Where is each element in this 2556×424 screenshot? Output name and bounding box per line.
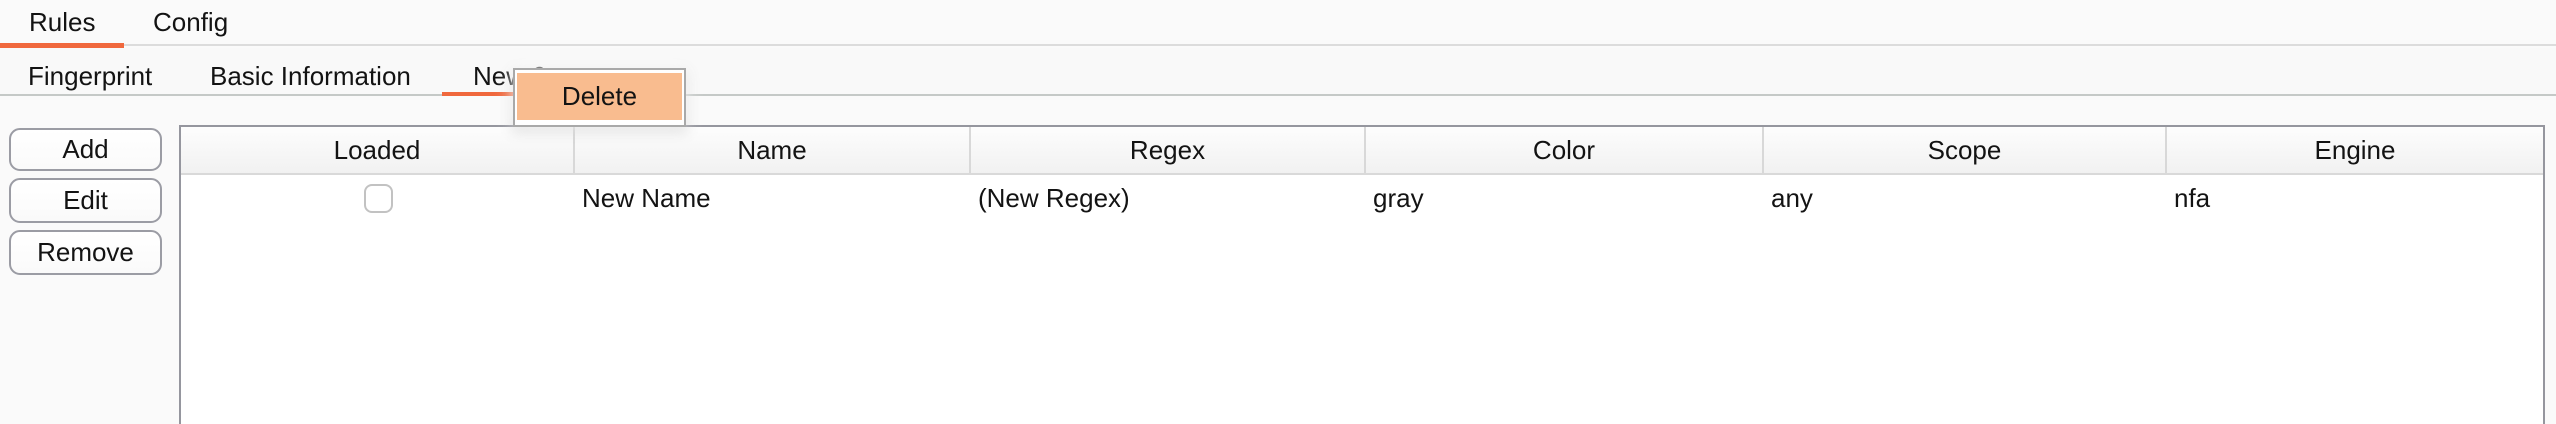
secondary-tab-bar-divider: [0, 94, 2556, 96]
column-header-color[interactable]: Color: [1366, 127, 1764, 173]
secondary-tab-bar: Fingerprint Basic Information New 0: [0, 48, 2556, 96]
cell-regex[interactable]: (New Regex): [978, 182, 1130, 213]
primary-tab-bar-divider: [0, 44, 2556, 46]
tab-fingerprint[interactable]: Fingerprint: [28, 61, 153, 91]
table-row[interactable]: New Name (New Regex) gray any nfa: [181, 175, 2543, 221]
rules-table: Loaded Name Regex Color Scope Engine New…: [179, 125, 2545, 424]
cell-engine[interactable]: nfa: [2174, 182, 2211, 213]
table-header-row: Loaded Name Regex Color Scope Engine: [181, 127, 2543, 175]
column-header-loaded[interactable]: Loaded: [181, 127, 575, 173]
column-header-scope[interactable]: Scope: [1764, 127, 2167, 173]
add-button[interactable]: Add: [9, 128, 162, 171]
cell-color[interactable]: gray: [1373, 182, 1424, 213]
active-tab-underline-new0: [442, 92, 578, 96]
tab-config[interactable]: Config: [153, 7, 229, 37]
cell-scope[interactable]: any: [1771, 182, 1813, 213]
cell-name[interactable]: New Name: [582, 182, 711, 213]
tab-basic-information[interactable]: Basic Information: [210, 61, 411, 91]
column-header-name[interactable]: Name: [575, 127, 971, 173]
loaded-checkbox[interactable]: [363, 183, 393, 213]
remove-button[interactable]: Remove: [9, 230, 162, 275]
column-header-regex[interactable]: Regex: [971, 127, 1366, 173]
primary-tab-bar: Rules Config: [0, 0, 2556, 48]
context-menu: Delete: [513, 68, 686, 127]
cell-loaded: [181, 183, 575, 213]
edit-button[interactable]: Edit: [9, 178, 162, 223]
tab-rules[interactable]: Rules: [29, 7, 96, 37]
menu-item-delete[interactable]: Delete: [517, 73, 682, 120]
active-tab-underline: [0, 43, 124, 48]
column-header-engine[interactable]: Engine: [2314, 134, 2396, 165]
